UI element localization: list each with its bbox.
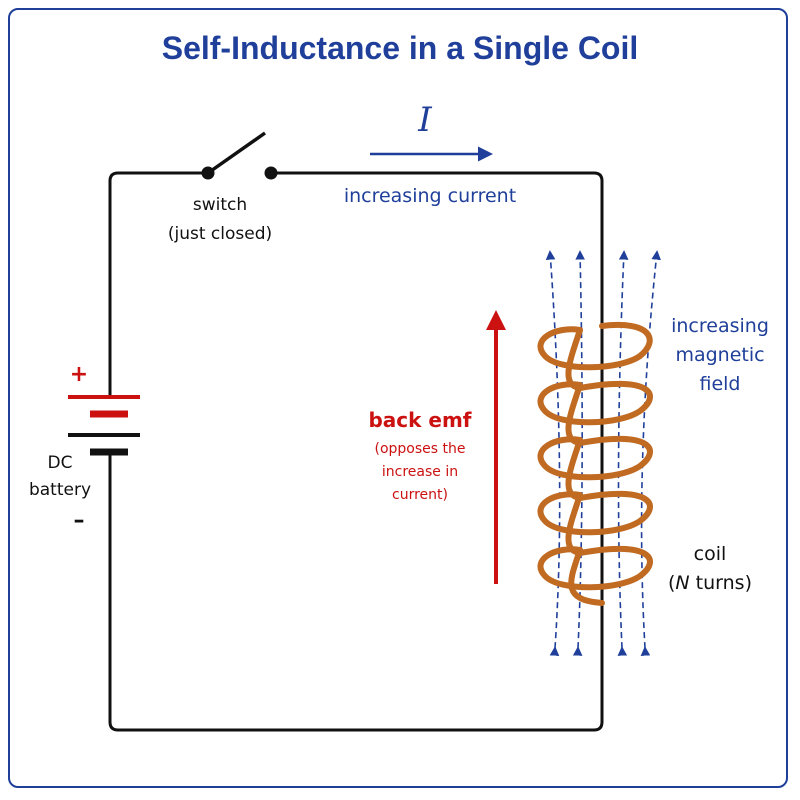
coil-turn [537, 545, 653, 591]
page-title: Self-Inductance in a Single Coil [161, 30, 639, 66]
circuit-wire [108, 171, 604, 732]
back-emf-label: back emf [368, 408, 472, 432]
battery-minus-sign: – [73, 508, 85, 533]
coil-label: coil [693, 543, 727, 565]
coil-turn [537, 490, 653, 536]
back-emf-desc-line3: current) [392, 487, 448, 503]
current-symbol: I [418, 100, 432, 140]
back-emf-desc-line1: (opposes the [374, 441, 466, 457]
coil [537, 321, 653, 606]
field-label-line1: increasing [671, 315, 769, 337]
field-label-line2: magnetic [675, 344, 765, 366]
switch[interactable] [201, 131, 278, 180]
field-label-line3: field [699, 373, 741, 395]
coil-link [565, 492, 583, 556]
coil-turns-open: ( [667, 572, 676, 594]
battery-label-line1: DC [47, 453, 73, 473]
diagram-frame [8, 8, 788, 788]
coil-turn [537, 435, 653, 481]
switch-label: switch [192, 195, 248, 215]
coil-link [565, 382, 583, 446]
battery-label-line2: battery [28, 480, 92, 500]
magnetic-field-lines [545, 250, 661, 656]
battery-symbol [68, 395, 140, 456]
coil-link [565, 437, 583, 501]
back-emf-desc-line2: increase in [381, 464, 459, 480]
coil-turns-n: N [675, 572, 690, 594]
coil-end [568, 547, 605, 606]
current-label: increasing current [343, 185, 517, 207]
coil-link [565, 327, 583, 391]
coil-turns-label: (N turns) [650, 572, 770, 594]
switch-state-label: (just closed) [167, 224, 273, 244]
battery-plus-sign: + [69, 362, 89, 387]
coil-turns-rest: turns) [689, 572, 752, 594]
coil-turn [537, 321, 653, 371]
coil-turn [537, 380, 653, 426]
